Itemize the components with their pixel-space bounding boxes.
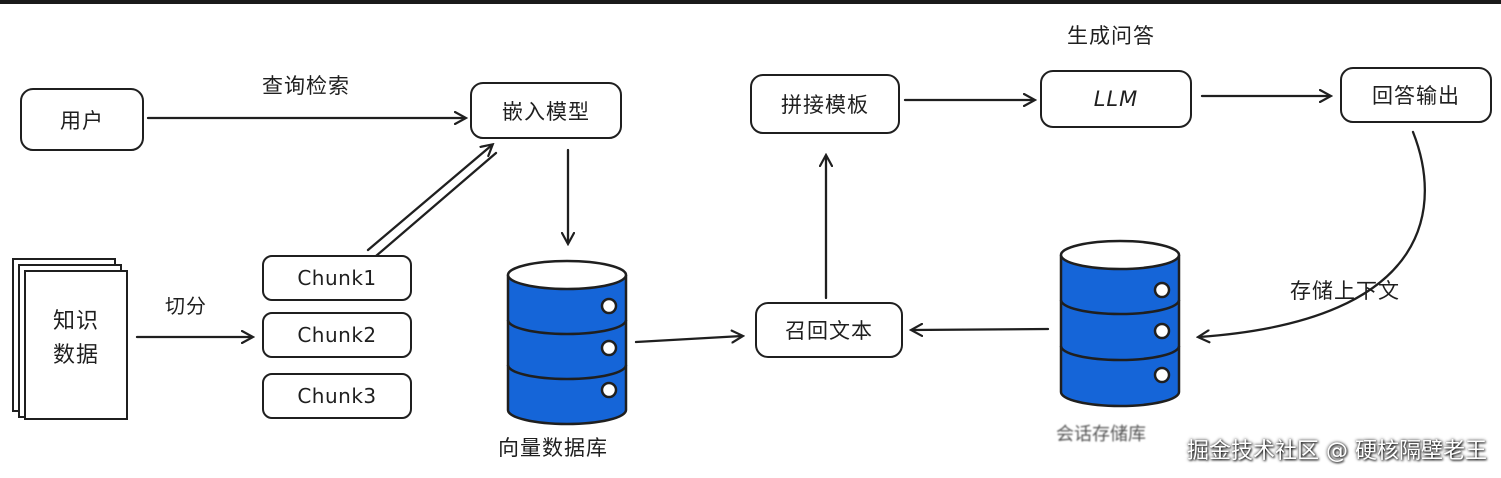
node-answer-output: 回答输出	[1340, 67, 1492, 123]
arrow-vectordb-to-recall	[634, 336, 742, 342]
top-border	[0, 0, 1501, 4]
arrow-chunk-to-embed	[366, 145, 492, 252]
watermark: 掘金技术社区 @ 硬核隔壁老王	[1187, 439, 1487, 464]
node-llm: LLM	[1040, 70, 1192, 128]
node-chunk1-label: Chunk1	[297, 266, 377, 290]
label-generate-qa: 生成问答	[1067, 24, 1155, 48]
arrow-answer-to-memory	[1199, 130, 1426, 337]
node-chunk3-label: Chunk3	[297, 384, 377, 408]
node-embed-model-label: 嵌入模型	[502, 99, 590, 124]
node-chunk2: Chunk2	[262, 312, 412, 358]
node-embed-model: 嵌入模型	[470, 82, 622, 139]
node-knowledge-data-label: 知识 数据	[52, 309, 99, 368]
label-memory-db: 会话存储库	[1056, 424, 1146, 445]
node-chunk2-label: Chunk2	[297, 323, 377, 347]
node-template-label: 拼接模板	[781, 93, 869, 117]
node-chunk1: Chunk1	[262, 255, 412, 301]
label-split: 切分	[165, 294, 207, 318]
node-user-label: 用户	[60, 108, 104, 133]
memory-db-icon	[1059, 239, 1181, 408]
node-recall-text: 召回文本	[755, 302, 903, 358]
label-vector-db: 向量数据库	[498, 436, 608, 460]
node-answer-output-label: 回答输出	[1372, 84, 1460, 108]
document-knowledge-data	[24, 270, 128, 420]
node-chunk3: Chunk3	[262, 373, 412, 419]
node-llm-label: LLM	[1093, 87, 1139, 111]
node-template: 拼接模板	[750, 74, 900, 134]
label-query-search: 查询检索	[262, 74, 350, 98]
node-recall-text-label: 召回文本	[785, 319, 873, 343]
vector-db-icon	[506, 259, 628, 426]
label-store-context: 存储上下文	[1290, 279, 1400, 303]
node-user: 用户	[20, 88, 144, 151]
arrow-memory-to-recall	[912, 329, 1050, 330]
